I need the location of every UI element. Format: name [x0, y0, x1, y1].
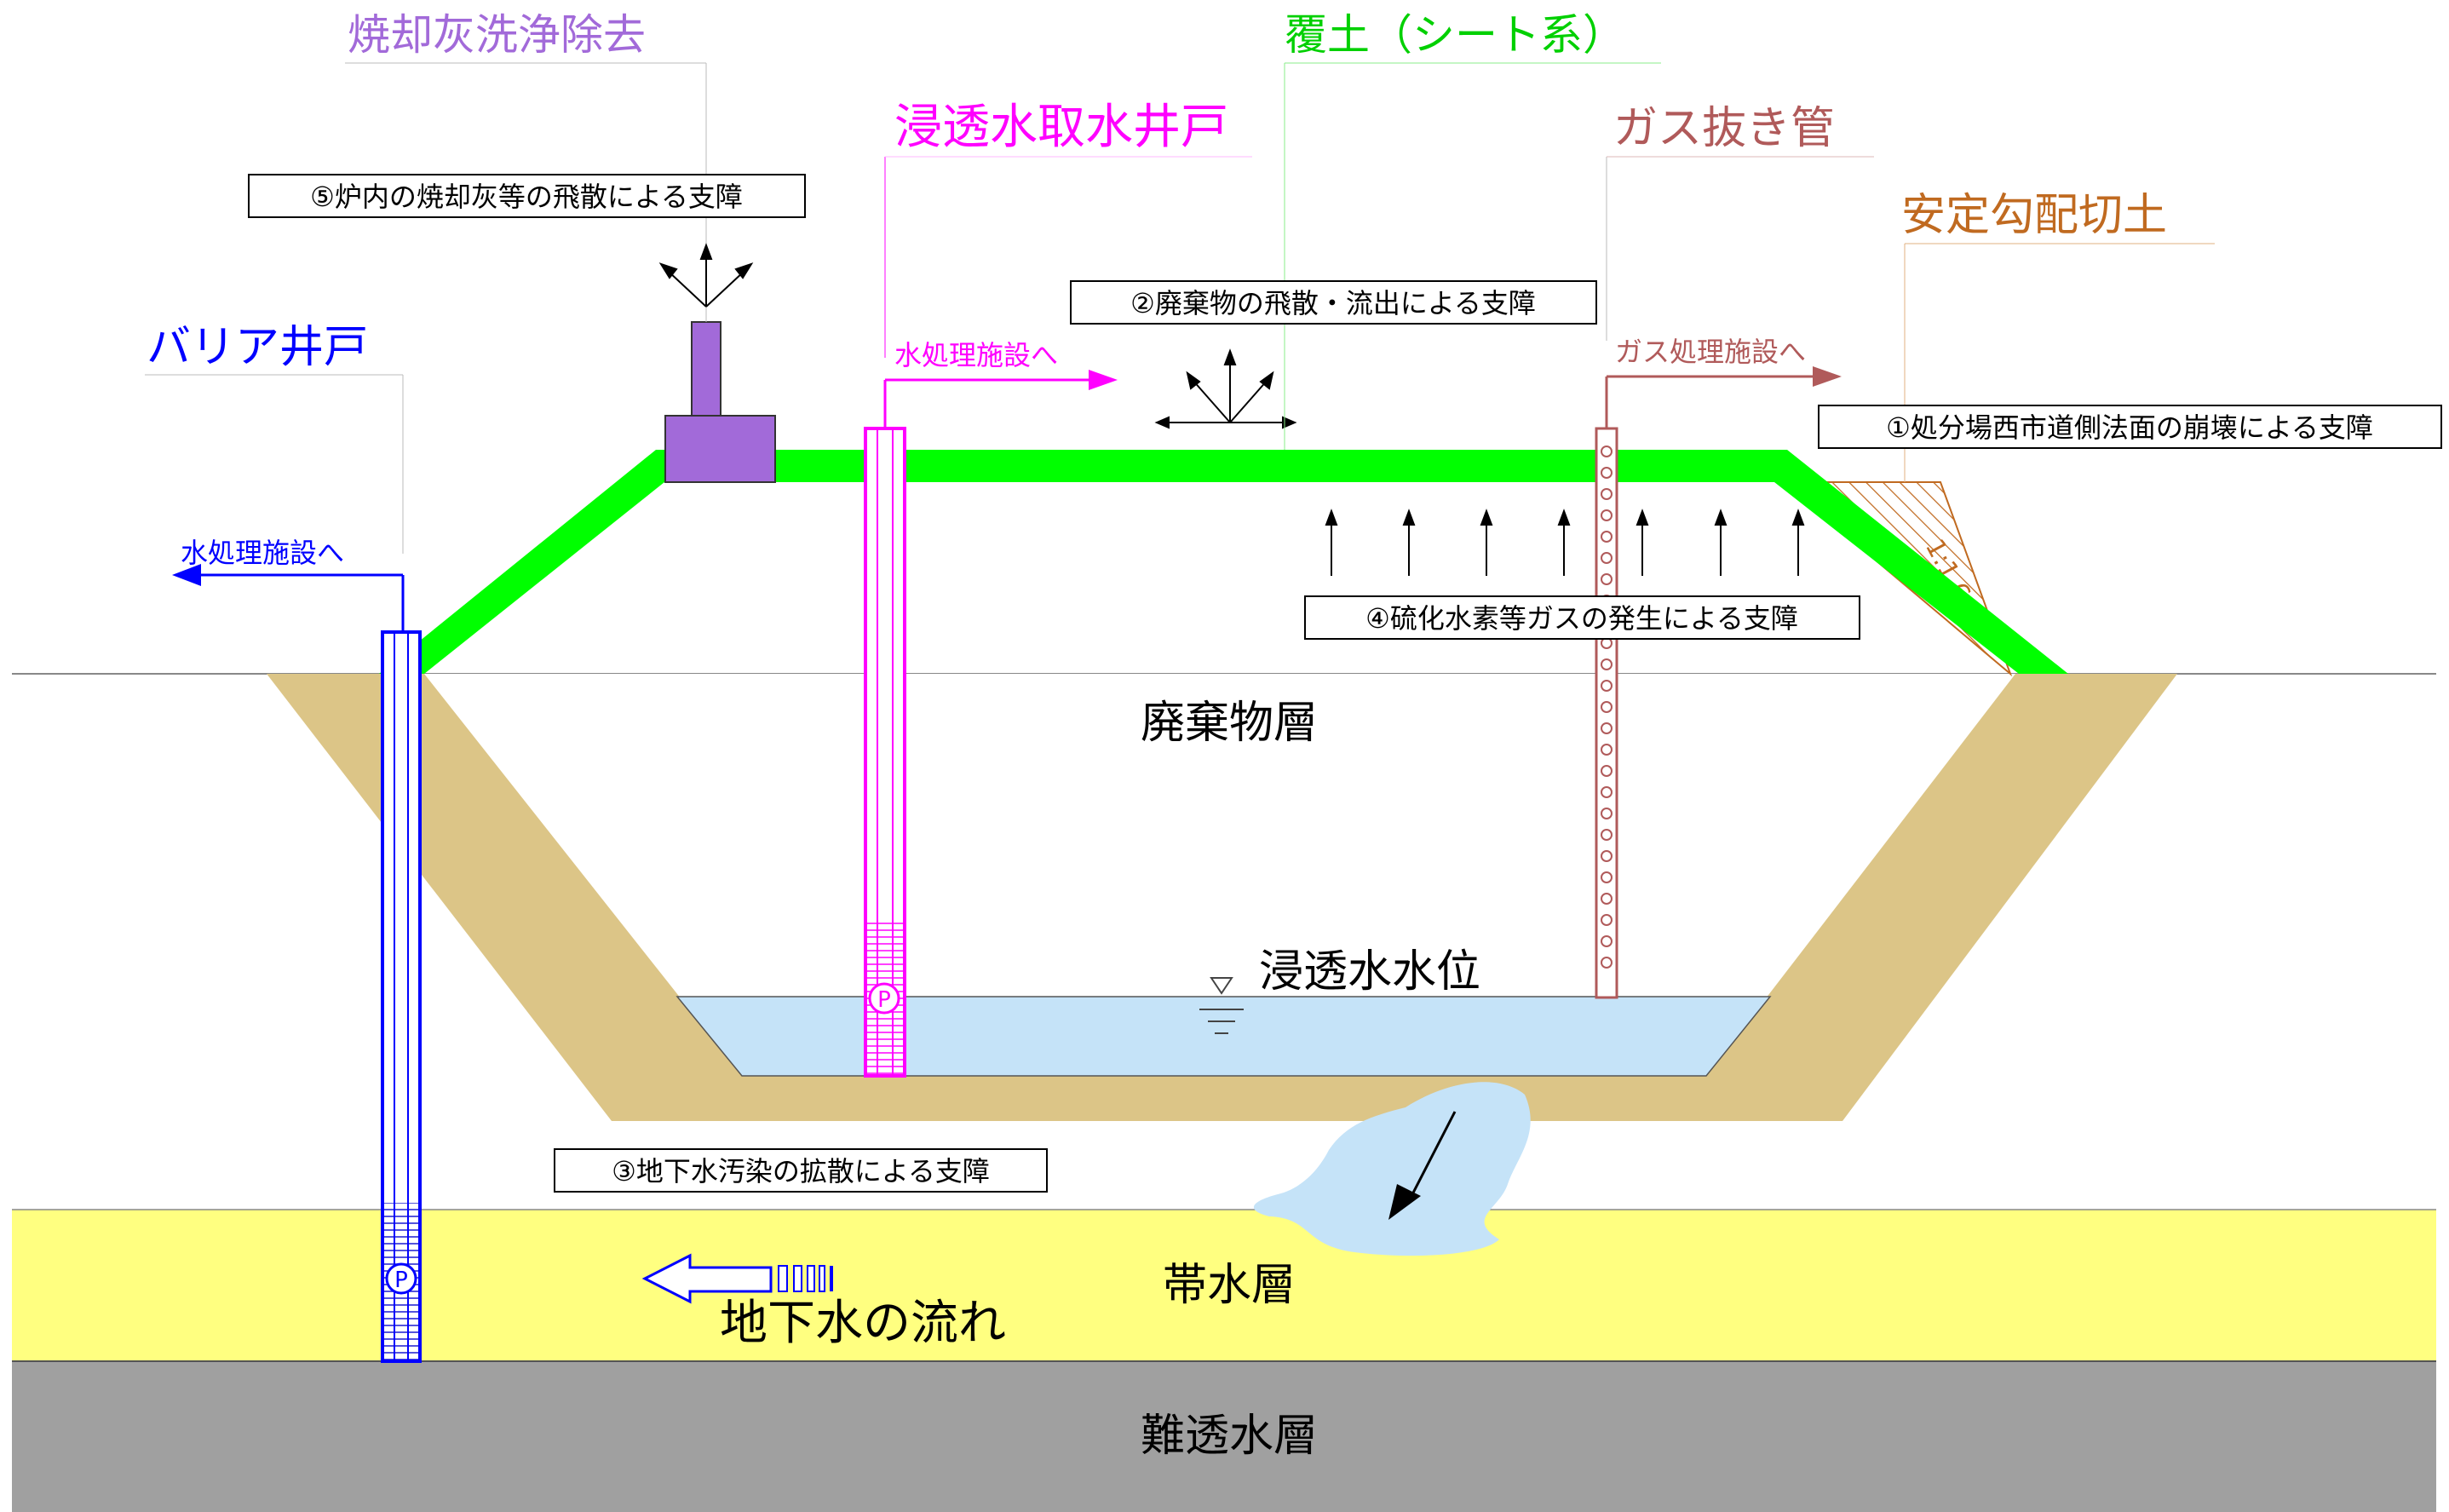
gas-vent-hole: [1601, 680, 1613, 692]
hazard-2-text: ②廃棄物の飛散・流出による支障: [1130, 287, 1536, 319]
hazard-box-2: [1070, 280, 1597, 325]
leachate-pump: [868, 982, 900, 1015]
leak-arrow-head: [1388, 1184, 1421, 1220]
leachate-pump-mark: P: [877, 987, 891, 1013]
barrier-pump-mark: P: [394, 1268, 408, 1293]
hazard-5-text: ⑤炉内の焼却灰等の飛散による支障: [310, 181, 743, 213]
ash-scatter-arrows: [658, 243, 754, 308]
gas-outflow-arrow: [1813, 366, 1842, 387]
impermeable-layer: [12, 1361, 2436, 1512]
gas-vent-hole: [1601, 871, 1613, 883]
label-to-water-treatment-barrier: 水処理施設へ: [181, 537, 344, 569]
gas-vent-hole: [1601, 893, 1613, 905]
gas-vent-hole: [1601, 744, 1613, 756]
gas-rise-arrows: [1325, 509, 1805, 576]
waste-scatter-arrows: [1154, 348, 1297, 429]
gas-vent-hole: [1601, 446, 1613, 457]
gas-vent-hole: [1601, 765, 1613, 777]
water-level-symbol: [1199, 977, 1244, 1034]
label-aquifer: 帯水層: [1163, 1260, 1296, 1311]
hazard-box-1: [1818, 405, 2442, 449]
gas-vent-hole: [1601, 786, 1613, 798]
label-groundwater-flow: 地下水の流れ: [720, 1296, 1006, 1351]
leachate-water: [675, 996, 1772, 1077]
barrier-well: P: [172, 564, 422, 1363]
leak-plume: [1253, 1082, 1531, 1256]
label-gas-vent-pipe: ガス抜き管: [1613, 103, 1835, 154]
gas-vent-hole: [1601, 531, 1613, 543]
label-cover-soil: 覆土（シート系）: [1285, 10, 1625, 60]
hazard-4-text: ④硫化水素等ガスの発生による支障: [1365, 602, 1798, 635]
gas-vent-hole: [1601, 701, 1613, 713]
incinerator-base: [664, 415, 776, 483]
incinerator-chimney: [691, 321, 721, 418]
gas-vent-hole: [1601, 850, 1613, 862]
label-to-water-treatment-leachate: 水処理施設へ: [894, 339, 1058, 371]
label-to-gas-treatment: ガス処理施設へ: [1615, 336, 1806, 368]
gas-vent-hole: [1601, 552, 1613, 564]
gas-vent-hole: [1601, 914, 1613, 926]
gas-vent-hole: [1601, 509, 1613, 521]
hazard-box-3: [554, 1148, 1048, 1193]
groundwater-flow-arrow: [641, 1253, 833, 1304]
hazard-3-text: ③地下水汚染の拡散による支障: [612, 1155, 990, 1187]
gas-vent-hole: [1601, 722, 1613, 734]
gas-vent-hole: [1601, 829, 1613, 841]
hazard-1-text: ①処分場西市道側法面の崩壊による支障: [1886, 411, 2373, 444]
hazard-box-4: [1304, 595, 1860, 640]
gas-vent-hole: [1601, 658, 1613, 670]
cover-soil-band: [379, 450, 2068, 674]
label-stable-slope-cut: 安定勾配切土: [1901, 190, 2167, 241]
barrier-pump: [385, 1262, 417, 1295]
label-waste-layer: 廃棄物層: [1141, 698, 1318, 749]
gas-vent-hole: [1601, 935, 1613, 947]
gas-vent-hole: [1601, 957, 1613, 969]
gas-vent-hole: [1601, 467, 1613, 479]
gas-vent-holes: [1601, 446, 1613, 969]
barrier-outflow-arrow: [172, 564, 201, 586]
label-leachate-level: 浸透水水位: [1259, 946, 1480, 997]
leak-arrow: [1408, 1111, 1457, 1200]
gas-vent-hole: [1601, 488, 1613, 500]
gas-vent-hole: [1601, 808, 1613, 819]
label-ash-wash-removal: 焼却灰洗浄除去: [348, 10, 646, 60]
leachate-outflow-arrow: [1089, 370, 1118, 390]
label-leachate-well: 浸透水取水井戸: [894, 100, 1228, 155]
leachate-well: P: [864, 370, 1118, 1078]
label-impermeable-layer: 難透水層: [1141, 1411, 1318, 1462]
label-barrier-well: バリア井戸: [147, 322, 368, 373]
gas-vent-hole: [1601, 573, 1613, 585]
hazard-box-5: [248, 174, 806, 218]
